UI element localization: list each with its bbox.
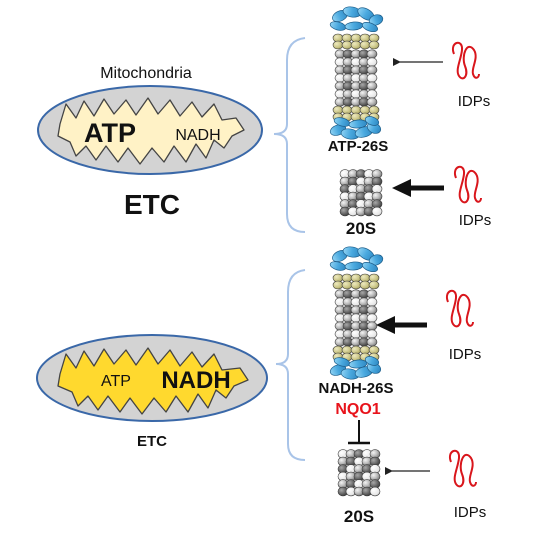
top-thick-arrow (392, 179, 444, 197)
top-26s-label: ATP-26S (328, 138, 389, 155)
bottom-matrix-cristae (57, 347, 249, 415)
bottom-atp-label: ATP (101, 373, 131, 390)
bottom-mitochondrion: ATP NADH ETC (36, 334, 268, 450)
idp-squiggle-icon (448, 449, 477, 488)
top-bracket (273, 37, 306, 233)
top-organelle-label: Mitochondria (100, 65, 192, 82)
regulatory-cap (329, 246, 384, 272)
bottom-20s-proteasome (337, 449, 381, 497)
idp-squiggle-icon (453, 165, 482, 204)
bottom-idps-upper-label: IDPs (449, 346, 482, 363)
bottom-nadh-label: NADH (161, 367, 230, 394)
regulatory-cap (329, 116, 382, 140)
top-matrix-cristae (57, 97, 245, 165)
regulatory-cap (329, 6, 384, 32)
regulatory-cap (329, 356, 382, 380)
top-mitochondrion: Mitochondria ATP NADH ETC (37, 65, 263, 220)
bottom-thick-arrow (376, 316, 427, 334)
top-idps-lower-label: IDPs (459, 212, 492, 229)
bottom-idps-lower-label: IDPs (454, 504, 487, 521)
bottom-26s-proteasome (329, 246, 384, 380)
bottom-etc-label: ETC (137, 433, 167, 450)
top-20s-proteasome (339, 169, 383, 217)
bottom-26s-label: NADH-26S (318, 380, 393, 397)
top-20s-label: 20S (346, 219, 376, 238)
bottom-20s-label: 20S (344, 507, 374, 526)
bottom-bracket (275, 269, 306, 461)
idp-squiggle-icon (445, 289, 474, 328)
nqo1-label: NQO1 (335, 401, 380, 418)
top-26s-proteasome (329, 6, 384, 140)
idp-squiggle-icon (451, 41, 480, 80)
top-idps-upper-label: IDPs (458, 93, 491, 110)
top-etc-label: ETC (124, 189, 180, 220)
top-nadh-label: NADH (175, 127, 220, 144)
top-atp-label: ATP (84, 118, 136, 148)
